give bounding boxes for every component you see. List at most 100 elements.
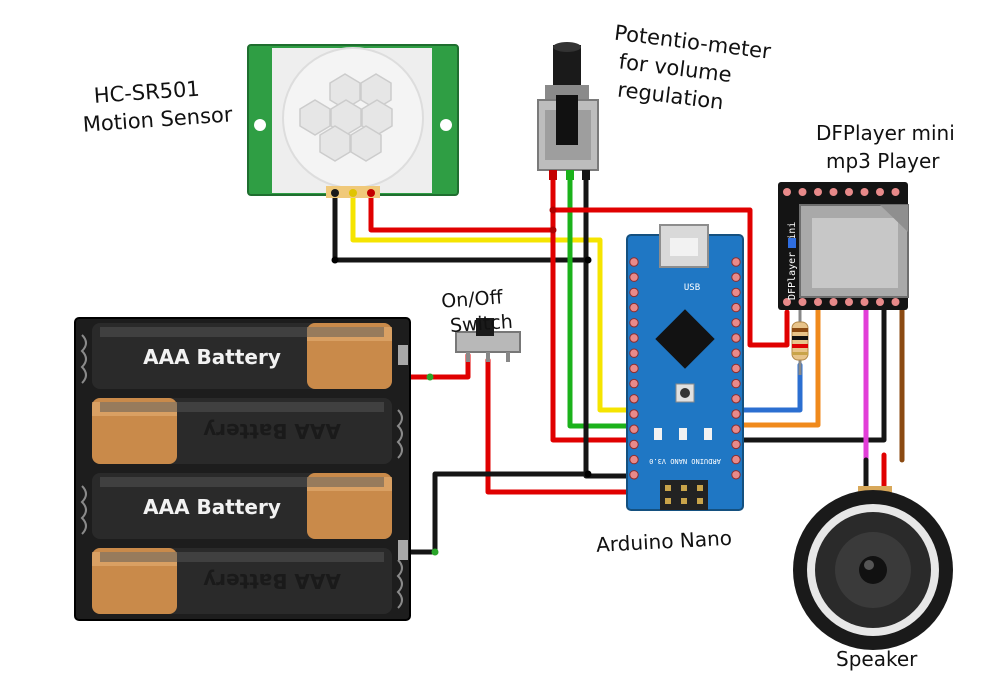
dfplayer-header-pin <box>876 298 884 306</box>
tx-wire-orange <box>733 305 821 428</box>
dfplayer-mini: DFPlayer Mini <box>778 182 909 310</box>
nano-header-pin <box>629 378 639 389</box>
nano-header-pin <box>731 272 741 282</box>
dfplayer-header-pin <box>783 298 791 306</box>
nano-header-pin <box>731 454 741 465</box>
junction-dot <box>331 256 339 264</box>
nano-usb-inner <box>670 238 698 256</box>
dfplayer-header-pin <box>783 188 791 196</box>
nano-header-pin <box>629 424 639 434</box>
dfplayer-led <box>788 238 796 248</box>
dfplayer-header-pin <box>798 188 807 196</box>
nano-header-pin <box>629 348 639 358</box>
switch-label: On/Off Switch <box>441 286 514 338</box>
dfplayer-header-pin <box>860 188 869 196</box>
battery-spring <box>396 409 403 459</box>
pot-vcc-wire-red <box>550 172 635 443</box>
junction-dot <box>431 548 439 556</box>
battery-spring <box>80 334 87 384</box>
lens-cell <box>360 73 392 110</box>
pir-out-wire-yellow <box>350 190 635 413</box>
lens-cell <box>330 99 362 136</box>
arduino-label: Arduino Nano <box>596 526 733 557</box>
potentiometer-label: Potentio-meter for volume regulation <box>606 21 779 120</box>
icsp-pin <box>681 485 687 491</box>
battery-label: AAA Battery <box>143 495 281 519</box>
nano-header-pin <box>629 409 639 419</box>
battery-shine <box>100 402 384 412</box>
speaker <box>793 486 953 650</box>
dfplayer-header-pin <box>891 188 900 196</box>
sd-card-notch <box>880 205 908 232</box>
resistor <box>791 310 809 375</box>
dfplayer-header-pin <box>876 188 884 196</box>
nano-header-pin <box>731 348 741 358</box>
pir-pin-vcc <box>367 189 375 197</box>
dfplayer-header-pin <box>814 188 822 196</box>
pot-pin-left <box>549 170 557 180</box>
pot-pin-right <box>582 170 590 180</box>
dfplayer-gnd-wire-black <box>733 305 887 443</box>
nano-header-pin <box>731 257 741 267</box>
junction-dot <box>426 373 434 381</box>
nano-header-pin <box>731 333 741 343</box>
pot-gnd-wire-black <box>583 172 635 479</box>
nano-header-pin <box>629 302 639 313</box>
icsp-pin <box>665 485 671 491</box>
nano-header-pin <box>629 318 639 328</box>
lens-cell <box>299 99 331 136</box>
nano-header-pin <box>629 333 639 343</box>
nano-header-pin <box>731 470 741 480</box>
nano-header-pin <box>731 287 741 298</box>
switch-label-line2: Switch <box>449 311 513 337</box>
dfplayer-label-line1: DFPlayer mini <box>816 121 955 145</box>
pot-pin-middle <box>566 170 574 180</box>
motion-sensor-label-line1: HC-SR501 <box>93 77 200 108</box>
pir-motion-sensor <box>247 44 459 198</box>
aaa-battery: AAA Battery <box>92 473 392 539</box>
battery-shine <box>100 552 384 562</box>
potentiometer-label-part2: meter <box>706 32 772 64</box>
lens-cell <box>329 73 361 110</box>
nano-header-pin <box>629 272 639 282</box>
resistor-band <box>792 328 808 332</box>
battery-springs <box>80 334 403 609</box>
resistor-band <box>792 336 808 340</box>
dfplayer-vcc-wire-red <box>550 207 790 348</box>
nano-header-pin <box>731 302 741 313</box>
switch-label-line1: On/Off <box>441 286 505 312</box>
nano-header-pin <box>731 424 741 434</box>
nano-header-pin <box>731 409 741 419</box>
nano-header-pin <box>629 363 639 374</box>
dfplayer-header-pin <box>891 298 900 306</box>
battery-pos-wire-red <box>405 352 471 380</box>
junction-dot <box>549 206 557 214</box>
nano-header-pin <box>629 287 639 298</box>
resistor-band <box>792 344 808 348</box>
motion-sensor-label-line2: Motion Sensor <box>82 102 234 136</box>
speaker-label: Speaker <box>836 647 918 671</box>
nano-header-pin <box>731 394 741 404</box>
battery-gnd-wire-black <box>407 471 591 555</box>
pot-shaft-top <box>553 42 581 52</box>
speaker-dust-cap-highlight <box>864 560 874 570</box>
pot-wiper-wire-green <box>567 172 635 429</box>
battery-spring <box>396 559 403 609</box>
nano-board <box>626 234 744 511</box>
wire-junctions <box>331 206 592 556</box>
nano-right-pins <box>731 257 741 480</box>
pir-vcc-wire-red <box>368 190 556 233</box>
mount-hole-left <box>254 119 266 131</box>
lens-cell <box>361 99 393 136</box>
battery-label: AAA Battery <box>203 419 341 443</box>
nano-header-pin <box>629 439 639 450</box>
nano-led <box>704 428 712 440</box>
aaa-battery: AAA Battery <box>92 398 392 464</box>
dfplayer-label: DFPlayer mini mp3 Player <box>816 121 961 173</box>
dfplayer-header-pin <box>814 298 822 306</box>
icsp-pin <box>665 498 671 504</box>
pir-pin-out <box>349 189 357 197</box>
nano-header-pin <box>731 439 741 450</box>
